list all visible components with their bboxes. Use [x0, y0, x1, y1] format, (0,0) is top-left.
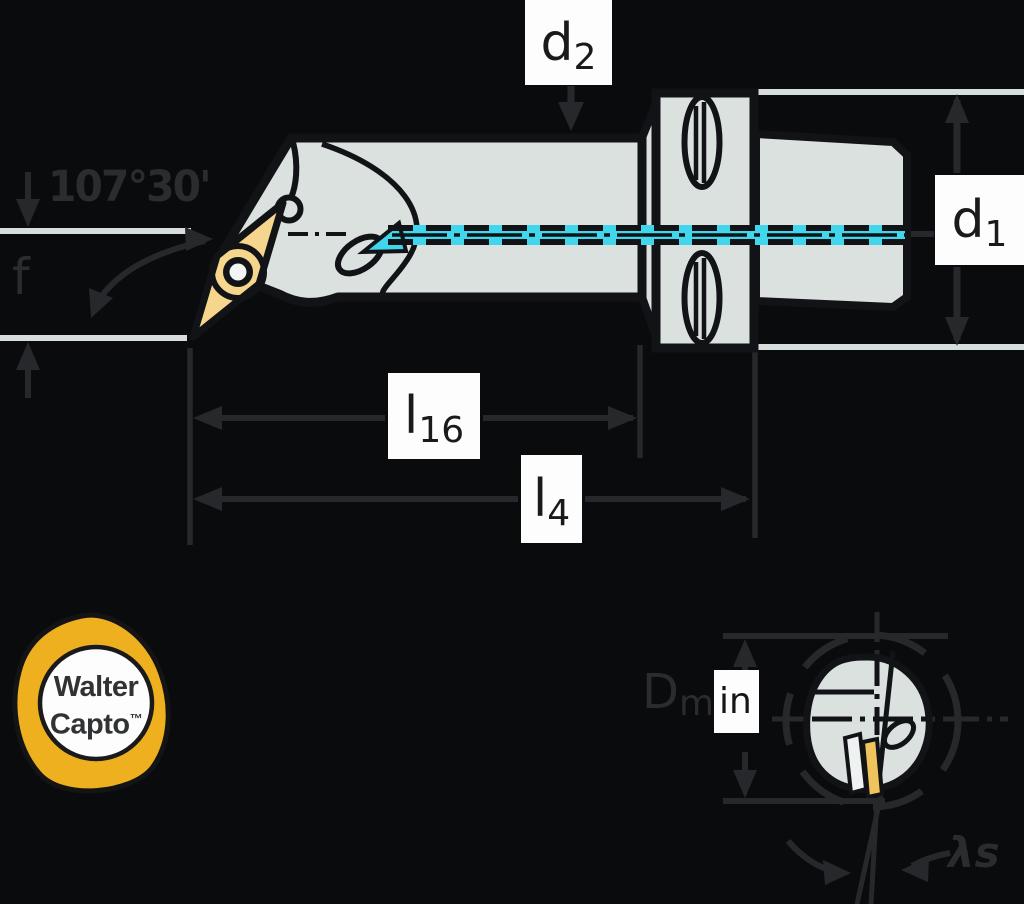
f-dimension-arrows — [16, 172, 40, 398]
shank-and-head — [208, 133, 647, 307]
dimension-annotations — [16, 86, 969, 545]
lambda-s-label: λs — [948, 828, 1000, 877]
walter-capto-logo — [12, 612, 171, 794]
screw-hole-end-view — [881, 718, 917, 750]
dmin-dimension — [723, 633, 948, 804]
side-view — [189, 88, 911, 353]
f-label: f — [12, 248, 30, 306]
l4-dimension — [193, 352, 758, 538]
end-view — [723, 612, 1008, 904]
cutting-insert — [189, 199, 287, 341]
coolant-channel — [357, 219, 905, 255]
lead-angle-arc — [89, 227, 213, 318]
d2-arrow — [558, 86, 584, 131]
logo-text: Walter Capto™ — [49, 671, 143, 741]
insert-screw-hole — [229, 263, 247, 281]
capto-taper — [752, 129, 911, 312]
l16-dimension — [187, 345, 643, 545]
insert-end-view — [860, 736, 885, 800]
extension-lines — [0, 89, 1024, 350]
lead-angle-label: 107°30' — [48, 162, 212, 212]
flange-slot-upper — [681, 94, 723, 190]
d1-dimension — [908, 94, 969, 346]
insert-screw-outer — [209, 243, 267, 301]
logo-circle — [37, 644, 155, 762]
flange-slot-lower — [681, 250, 723, 346]
lambda-s-arrows — [785, 838, 951, 885]
